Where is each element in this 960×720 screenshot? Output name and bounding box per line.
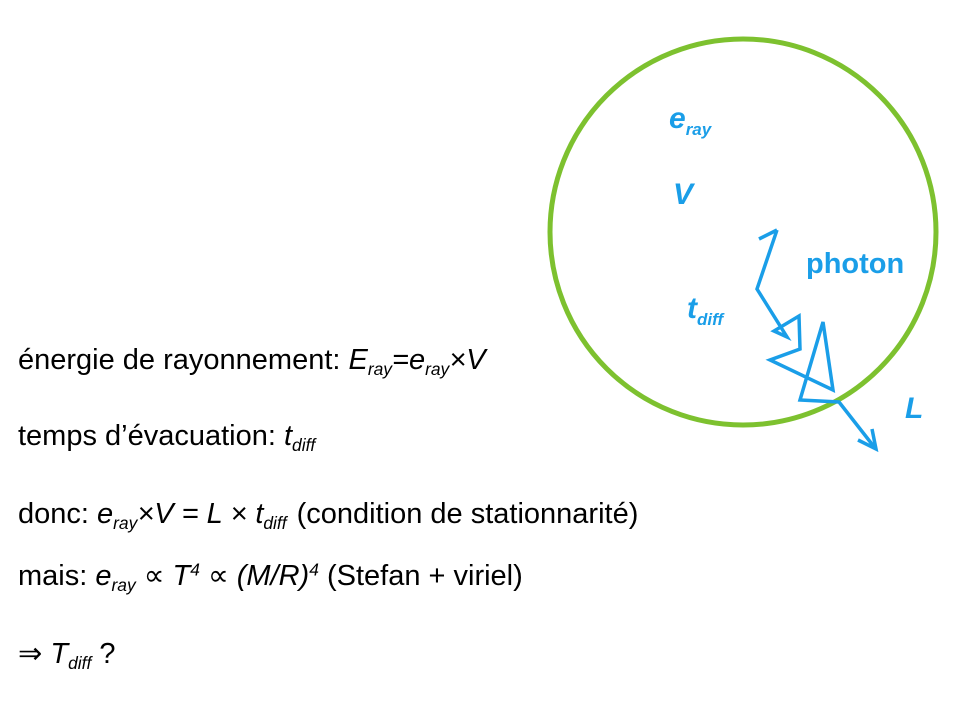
photon-arrow-head-icon [857,428,879,453]
escape-time-line: temps d’évacuation: tdiff [18,419,316,456]
times-sign: × [222,498,256,530]
stationarity-condition-line: donc: eray×V = L × tdiff(condition de st… [18,497,639,534]
mass-radius-exponent: 4 [309,559,319,580]
e-ray-label: eray [669,102,713,139]
escape-time-prefix: temps d’évacuation: [18,420,284,452]
photon-start-tick [758,228,778,241]
mass-radius-ratio: (M/R) [236,560,310,592]
E-symbol: E [348,344,368,376]
radiation-energy-line: énergie de rayonnement: Eray=eray×V [18,343,486,380]
star-circle [547,36,939,428]
equals-sign: = [392,344,409,376]
T-symbol: T [42,638,69,670]
T-exponent: 4 [190,559,200,580]
stationarity-note: (condition de stationnarité) [296,498,639,530]
proportional-sign: ∝ [135,560,173,592]
luminosity-label: L [905,392,923,425]
implies-arrow-icon: ⇒ [18,638,43,670]
stationarity-prefix: donc: [18,498,97,530]
e-symbol: e [97,498,114,530]
stefan-virial-line: mais: eray ∝ T4 ∝ (M/R)4 (Stefan + virie… [18,559,523,596]
T-subscript: diff [68,653,92,674]
proportional-sign: ∝ [199,560,237,592]
e-subscript: ray [111,575,136,596]
times-sign: × [137,498,155,530]
e-subscript: ray [425,359,450,380]
e-subscript: ray [113,513,138,534]
t-symbol: t [255,498,264,530]
stefan-virial-prefix: mais: [18,560,96,592]
V-symbol: V [154,498,174,530]
L-symbol: L [206,498,223,530]
t-subscript: diff [292,435,316,456]
V-symbol: V [466,344,486,376]
e-symbol: e [408,344,426,376]
question-line: ⇒ Tdiff ? [18,637,116,674]
radiation-energy-prefix: énergie de rayonnement: [18,344,349,376]
times-sign: × [449,344,467,376]
volume-label: V [673,178,696,211]
e-symbol: e [95,560,112,592]
stefan-virial-note: (Stefan + viriel) [318,560,523,592]
t-symbol: t [283,420,293,452]
t-subscript: diff [263,513,287,534]
photon-random-walk-path [755,229,877,450]
E-subscript: ray [367,359,393,380]
t-diff-label: tdiff [687,292,725,329]
T-symbol: T [172,560,191,592]
photon-label: photon [806,248,904,280]
equals-sign: = [173,498,207,530]
question-mark: ? [91,638,116,670]
